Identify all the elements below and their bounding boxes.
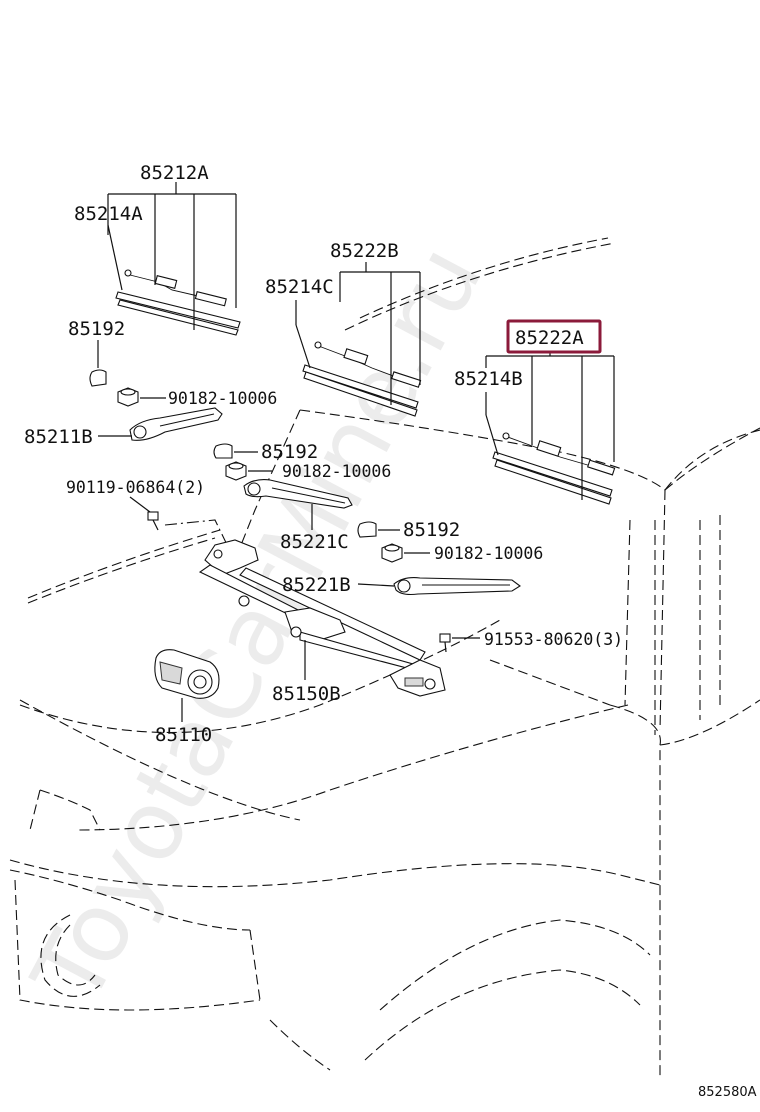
cap-85192-c <box>357 521 377 538</box>
wiper-motor-85110 <box>154 649 220 699</box>
wiper-arm-85211B <box>129 407 223 441</box>
bolt-90119 <box>147 511 159 531</box>
label-85211B: 85211B <box>24 426 93 448</box>
label-90182-b: 90182-10006 <box>282 462 391 481</box>
label-91553: 91553-80620(3) <box>484 630 623 649</box>
label-85110: 85110 <box>155 724 212 746</box>
watermark-text: ToyotaCarMine.ru <box>11 228 504 1022</box>
label-85222B: 85222B <box>330 240 399 262</box>
cap-85192-a <box>89 369 107 387</box>
label-85192-c: 85192 <box>403 519 460 541</box>
nut-90182-c <box>381 543 403 563</box>
wiper-arm-85221C <box>243 479 353 509</box>
label-85214A: 85214A <box>74 203 143 225</box>
highlight-box-85222A <box>506 319 602 354</box>
label-85221C: 85221C <box>280 531 349 553</box>
nut-90182-b <box>225 461 247 481</box>
label-85212A: 85212A <box>140 162 209 184</box>
wiper-blade-85222B <box>302 341 422 417</box>
leader-lines <box>97 182 615 722</box>
label-85192-b: 85192 <box>261 441 318 463</box>
label-85214B: 85214B <box>454 368 523 390</box>
label-90182-a: 90182-10006 <box>168 389 277 408</box>
label-90119: 90119-06864(2) <box>66 478 205 497</box>
label-85150B: 85150B <box>272 683 341 705</box>
nut-90182-a <box>117 387 139 407</box>
label-85192-a: 85192 <box>68 318 125 340</box>
label-90182-c: 90182-10006 <box>434 544 543 563</box>
label-85214C: 85214C <box>265 276 334 298</box>
label-85222A: 85222A <box>515 327 584 349</box>
wiper-blade-85222A <box>492 432 616 505</box>
label-85221B: 85221B <box>282 574 351 596</box>
cap-85192-b <box>213 443 233 459</box>
bolt-91553 <box>439 633 451 653</box>
wiper-arm-85221B <box>393 577 521 596</box>
wiper-linkage-85150B <box>198 539 446 697</box>
wiper-blade-85212A <box>115 269 241 336</box>
reference-code: 852580A <box>698 1085 757 1100</box>
